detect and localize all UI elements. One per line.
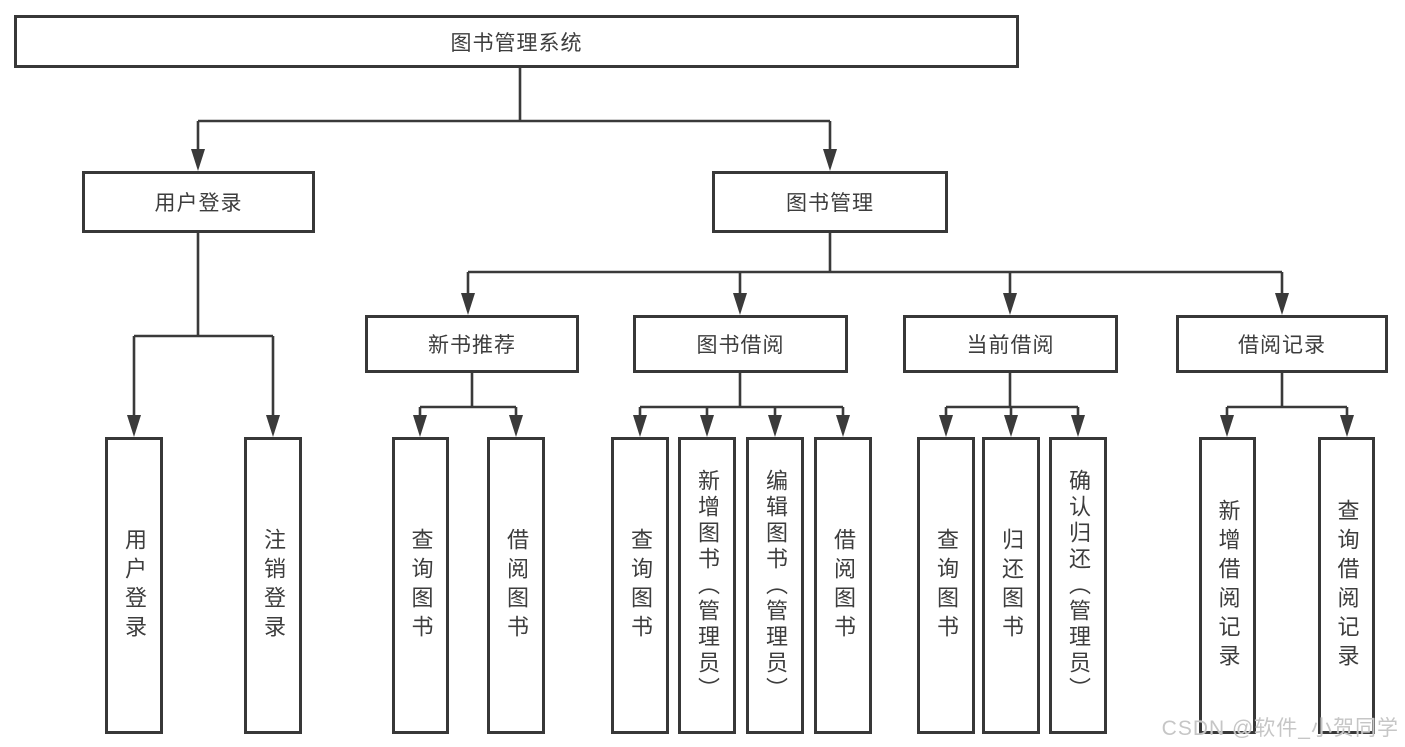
node-leaf-borrowing-query-books-label: 查询图书: [628, 527, 653, 644]
csdn-watermark: CSDN @软件_小贺同学: [1161, 717, 1399, 740]
node-leaf-records-add-record: 新增借阅记录: [1199, 437, 1256, 734]
arrowhead-icon: [1003, 293, 1017, 315]
node-book-borrowing: 图书借阅: [633, 315, 848, 373]
node-leaf-borrowing-query-books: 查询图书: [611, 437, 669, 734]
node-leaf-recommend-query-books-label: 查询图书: [408, 527, 434, 644]
node-leaf-borrowing-borrow-books-label: 借阅图书: [831, 527, 856, 644]
node-library-management-system: 图书管理系统: [14, 15, 1019, 68]
node-book-borrowing-label: 图书借阅: [696, 334, 785, 357]
node-leaf-user-login: 用户登录: [105, 437, 163, 734]
arrowhead-icon: [413, 415, 427, 437]
arrowhead-icon: [836, 415, 850, 437]
arrowhead-icon: [509, 415, 523, 437]
node-current-borrowing-label: 当前借阅: [966, 334, 1055, 357]
node-leaf-borrowing-edit-books: 编辑图书（管理员）: [746, 437, 804, 734]
arrowhead-icon: [733, 293, 747, 315]
arrowhead-icon: [1071, 415, 1085, 437]
node-leaf-borrowing-edit-books-label: 编辑图书（管理员）: [763, 468, 788, 703]
arrowhead-icon: [127, 415, 141, 437]
node-leaf-recommend-borrow-books: 借阅图书: [487, 437, 545, 734]
node-leaf-borrowing-add-books: 新增图书（管理员）: [678, 437, 736, 734]
arrowhead-icon: [1340, 415, 1354, 437]
node-leaf-current-query-books: 查询图书: [917, 437, 975, 734]
arrowhead-icon: [823, 149, 837, 171]
node-user-login: 用户登录: [82, 171, 315, 233]
arrowhead-icons: [127, 149, 1354, 437]
node-leaf-records-add-record-label: 新增借阅记录: [1215, 498, 1241, 673]
node-new-book-recommend-label: 新书推荐: [428, 334, 516, 357]
node-leaf-borrowing-borrow-books: 借阅图书: [814, 437, 872, 734]
node-library-management-system-label: 图书管理系统: [450, 31, 583, 55]
node-new-book-recommend: 新书推荐: [365, 315, 579, 373]
arrowhead-icon: [191, 149, 205, 171]
node-leaf-records-query-record: 查询借阅记录: [1318, 437, 1375, 734]
arrowhead-icon: [1275, 293, 1289, 315]
node-user-login-label: 用户登录: [154, 192, 243, 215]
arrowhead-icon: [1220, 415, 1234, 437]
arrowhead-icon: [633, 415, 647, 437]
node-leaf-logout: 注销登录: [244, 437, 302, 734]
arrowhead-icon: [266, 415, 280, 437]
arrowhead-icon: [461, 293, 475, 315]
node-current-borrowing: 当前借阅: [903, 315, 1118, 373]
node-leaf-user-login-label: 用户登录: [122, 527, 147, 644]
arrowhead-icon: [1004, 415, 1018, 437]
node-book-management-label: 图书管理: [786, 192, 874, 215]
node-leaf-recommend-borrow-books-label: 借阅图书: [504, 527, 529, 644]
node-leaf-logout-label: 注销登录: [261, 527, 286, 644]
node-leaf-borrowing-add-books-label: 新增图书（管理员）: [695, 468, 720, 703]
node-book-management: 图书管理: [712, 171, 948, 233]
node-leaf-current-query-books-label: 查询图书: [934, 527, 959, 644]
node-leaf-current-return-books-label: 归还图书: [999, 527, 1024, 644]
node-leaf-current-return-books: 归还图书: [982, 437, 1040, 734]
node-leaf-records-query-record-label: 查询借阅记录: [1334, 498, 1360, 673]
connector-paths: [132, 68, 1349, 418]
node-leaf-recommend-query-books: 查询图书: [392, 437, 449, 734]
arrowhead-icon: [939, 415, 953, 437]
arrowhead-icon: [700, 415, 714, 437]
arrowhead-icon: [768, 415, 782, 437]
node-leaf-current-confirm-return: 确认归还（管理员）: [1049, 437, 1107, 734]
node-leaf-current-confirm-return-label: 确认归还（管理员）: [1066, 468, 1091, 703]
node-borrowing-records: 借阅记录: [1176, 315, 1388, 373]
node-borrowing-records-label: 借阅记录: [1238, 334, 1326, 357]
